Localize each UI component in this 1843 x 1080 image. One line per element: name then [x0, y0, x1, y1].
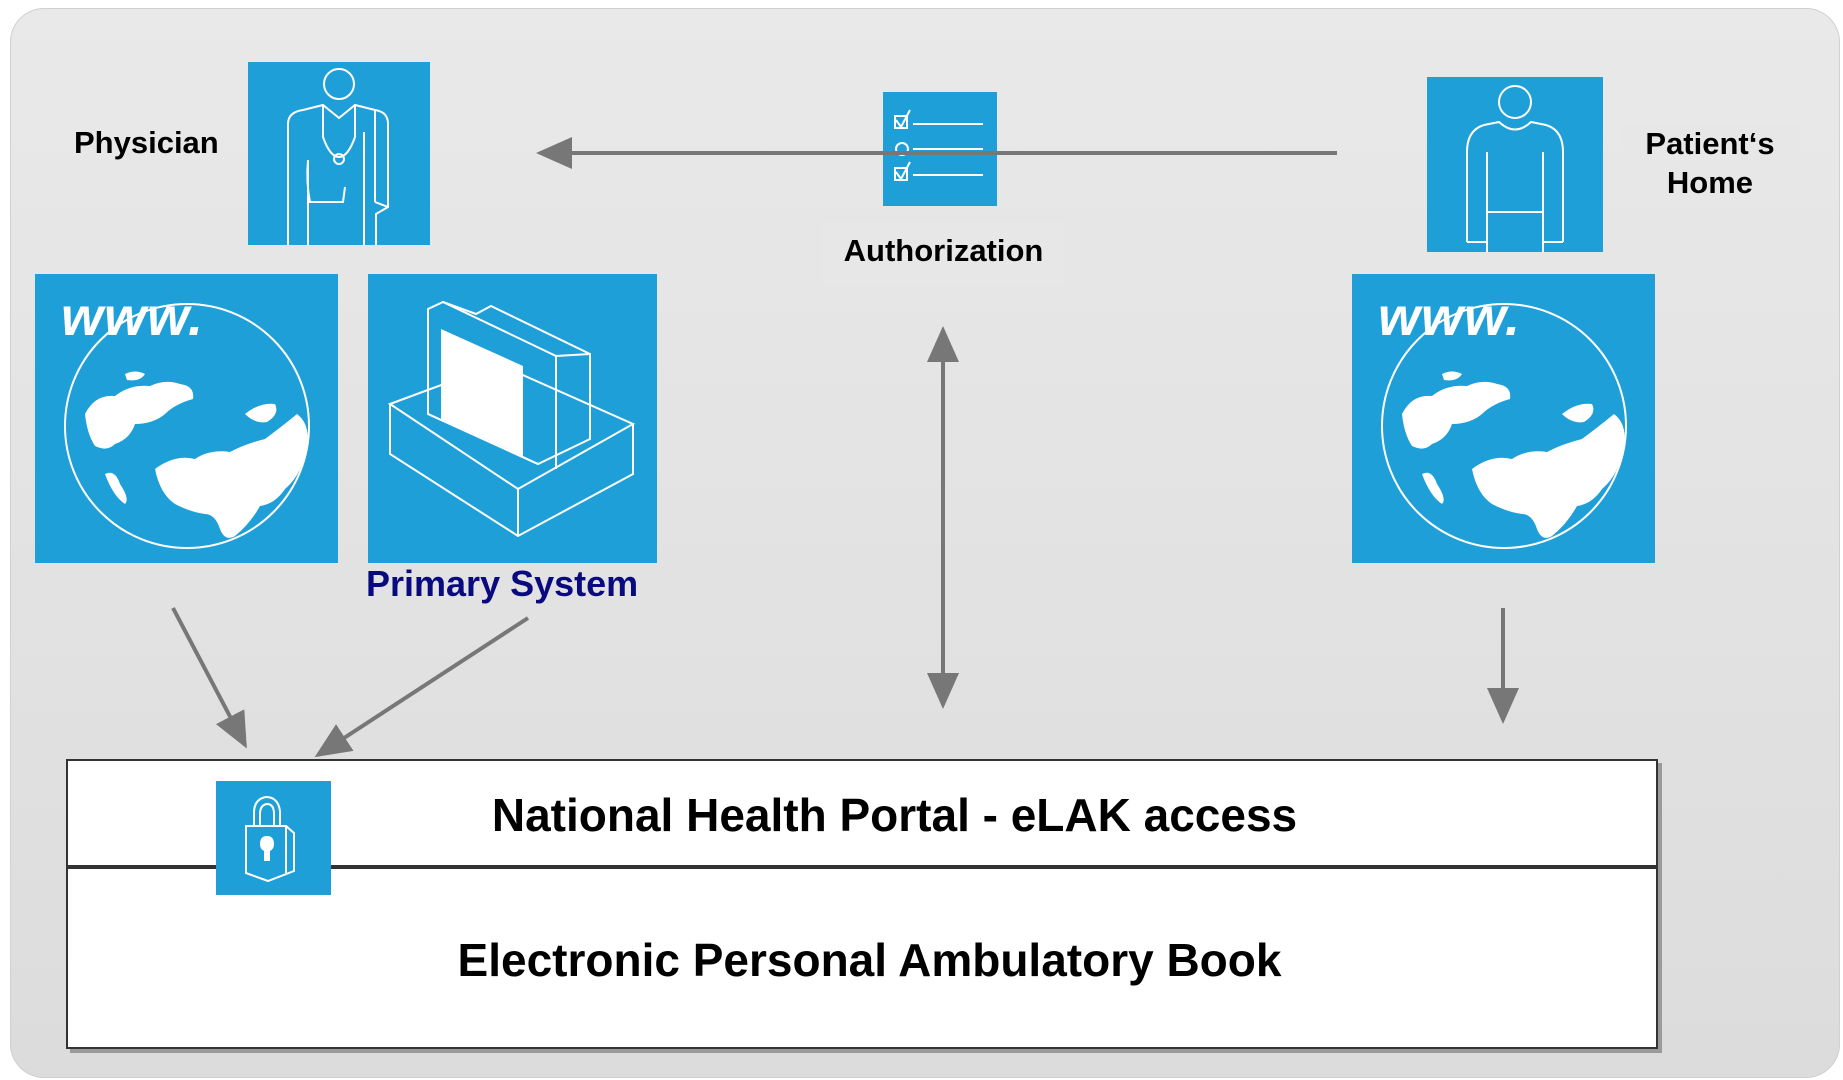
ambulatory-book-box: Electronic Personal Ambulatory Book: [66, 867, 1658, 1049]
ambulatory-book-title: Electronic Personal Ambulatory Book: [457, 934, 1282, 986]
physician-web-tile: www.: [35, 274, 338, 563]
patient-tile: [1427, 77, 1603, 252]
authorization-label: Authorization: [843, 233, 1044, 268]
authorization-tile: [883, 92, 997, 206]
computer-icon: [387, 300, 636, 538]
physician-tile: [248, 62, 430, 245]
globe-icon: [64, 303, 310, 549]
portal-box: National Health Portal - eLAK access: [66, 759, 1658, 867]
globe-icon: [1381, 303, 1627, 549]
portal-title: National Health Portal - eLAK access: [491, 789, 1298, 841]
padlock-icon: [245, 795, 295, 883]
person-icon: [1466, 85, 1564, 252]
primary-system-tile: [368, 274, 657, 563]
lock-tile: [216, 781, 331, 895]
doctor-icon: [287, 68, 389, 245]
physician-label: Physician: [74, 125, 219, 160]
checklist-icon: [894, 109, 983, 181]
authorization-label-bg: [822, 222, 1065, 284]
patient-web-tile: www.: [1352, 274, 1655, 563]
patient-home-label: Patient‘s Home: [1620, 124, 1800, 202]
primary-system-label: Primary System: [366, 563, 639, 604]
